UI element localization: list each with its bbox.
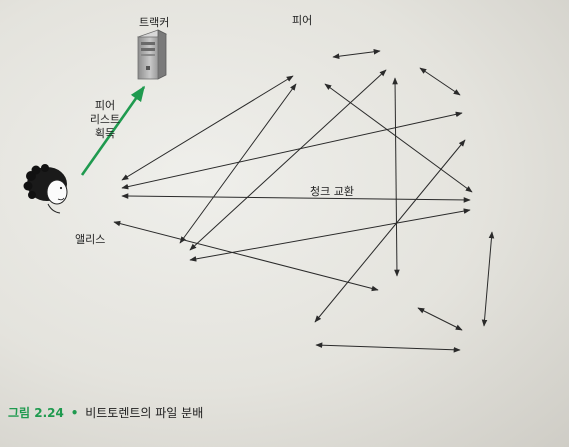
tracker-link-arrow [80, 85, 146, 176]
figure-caption: 그림 2.24 • 비트토렌트의 파일 분배 [8, 404, 203, 421]
caption-text: 비트토렌트의 파일 분배 [85, 406, 204, 420]
exchange-arrows [113, 49, 495, 353]
arrow-peer2-peer6 [392, 77, 400, 277]
arrow-alice-peer1 [121, 75, 294, 181]
arrow-peer2-peer3 [419, 67, 461, 96]
tracker-label: 트랙커 [139, 16, 170, 29]
get-peer-list-line3: 획득 [94, 127, 116, 140]
arrow-alice-peer3 [121, 111, 463, 190]
arrow-peer1-peer2 [332, 49, 381, 59]
get-peer-list-line1: 피어 [94, 99, 116, 112]
server-tower-icon [136, 29, 168, 80]
arrow-peer6-peer8 [417, 307, 463, 331]
arrow-peer4-peer8 [481, 231, 495, 327]
arrow-peer1-peer5 [179, 83, 297, 244]
arrow-peer4-peer5 [189, 208, 471, 262]
caption-separator: • [70, 406, 79, 420]
figure-number: 그림 2.24 [8, 406, 64, 420]
arrow-peer7-peer8 [315, 342, 461, 353]
arrow-peer2-peer5 [189, 69, 387, 251]
chunk-exchange-label: 청크 교환 [310, 185, 354, 198]
person-icon [23, 164, 68, 214]
peer-label: 피어 [292, 14, 313, 27]
alice-label: 앨리스 [75, 233, 106, 246]
get-peer-list-line2: 리스트 [89, 113, 121, 126]
arrow-peer3-peer7 [314, 139, 466, 323]
arrow-alice-peer6 [113, 220, 379, 292]
get-peer-list-label: 피어 리스트 획득 [88, 99, 122, 141]
